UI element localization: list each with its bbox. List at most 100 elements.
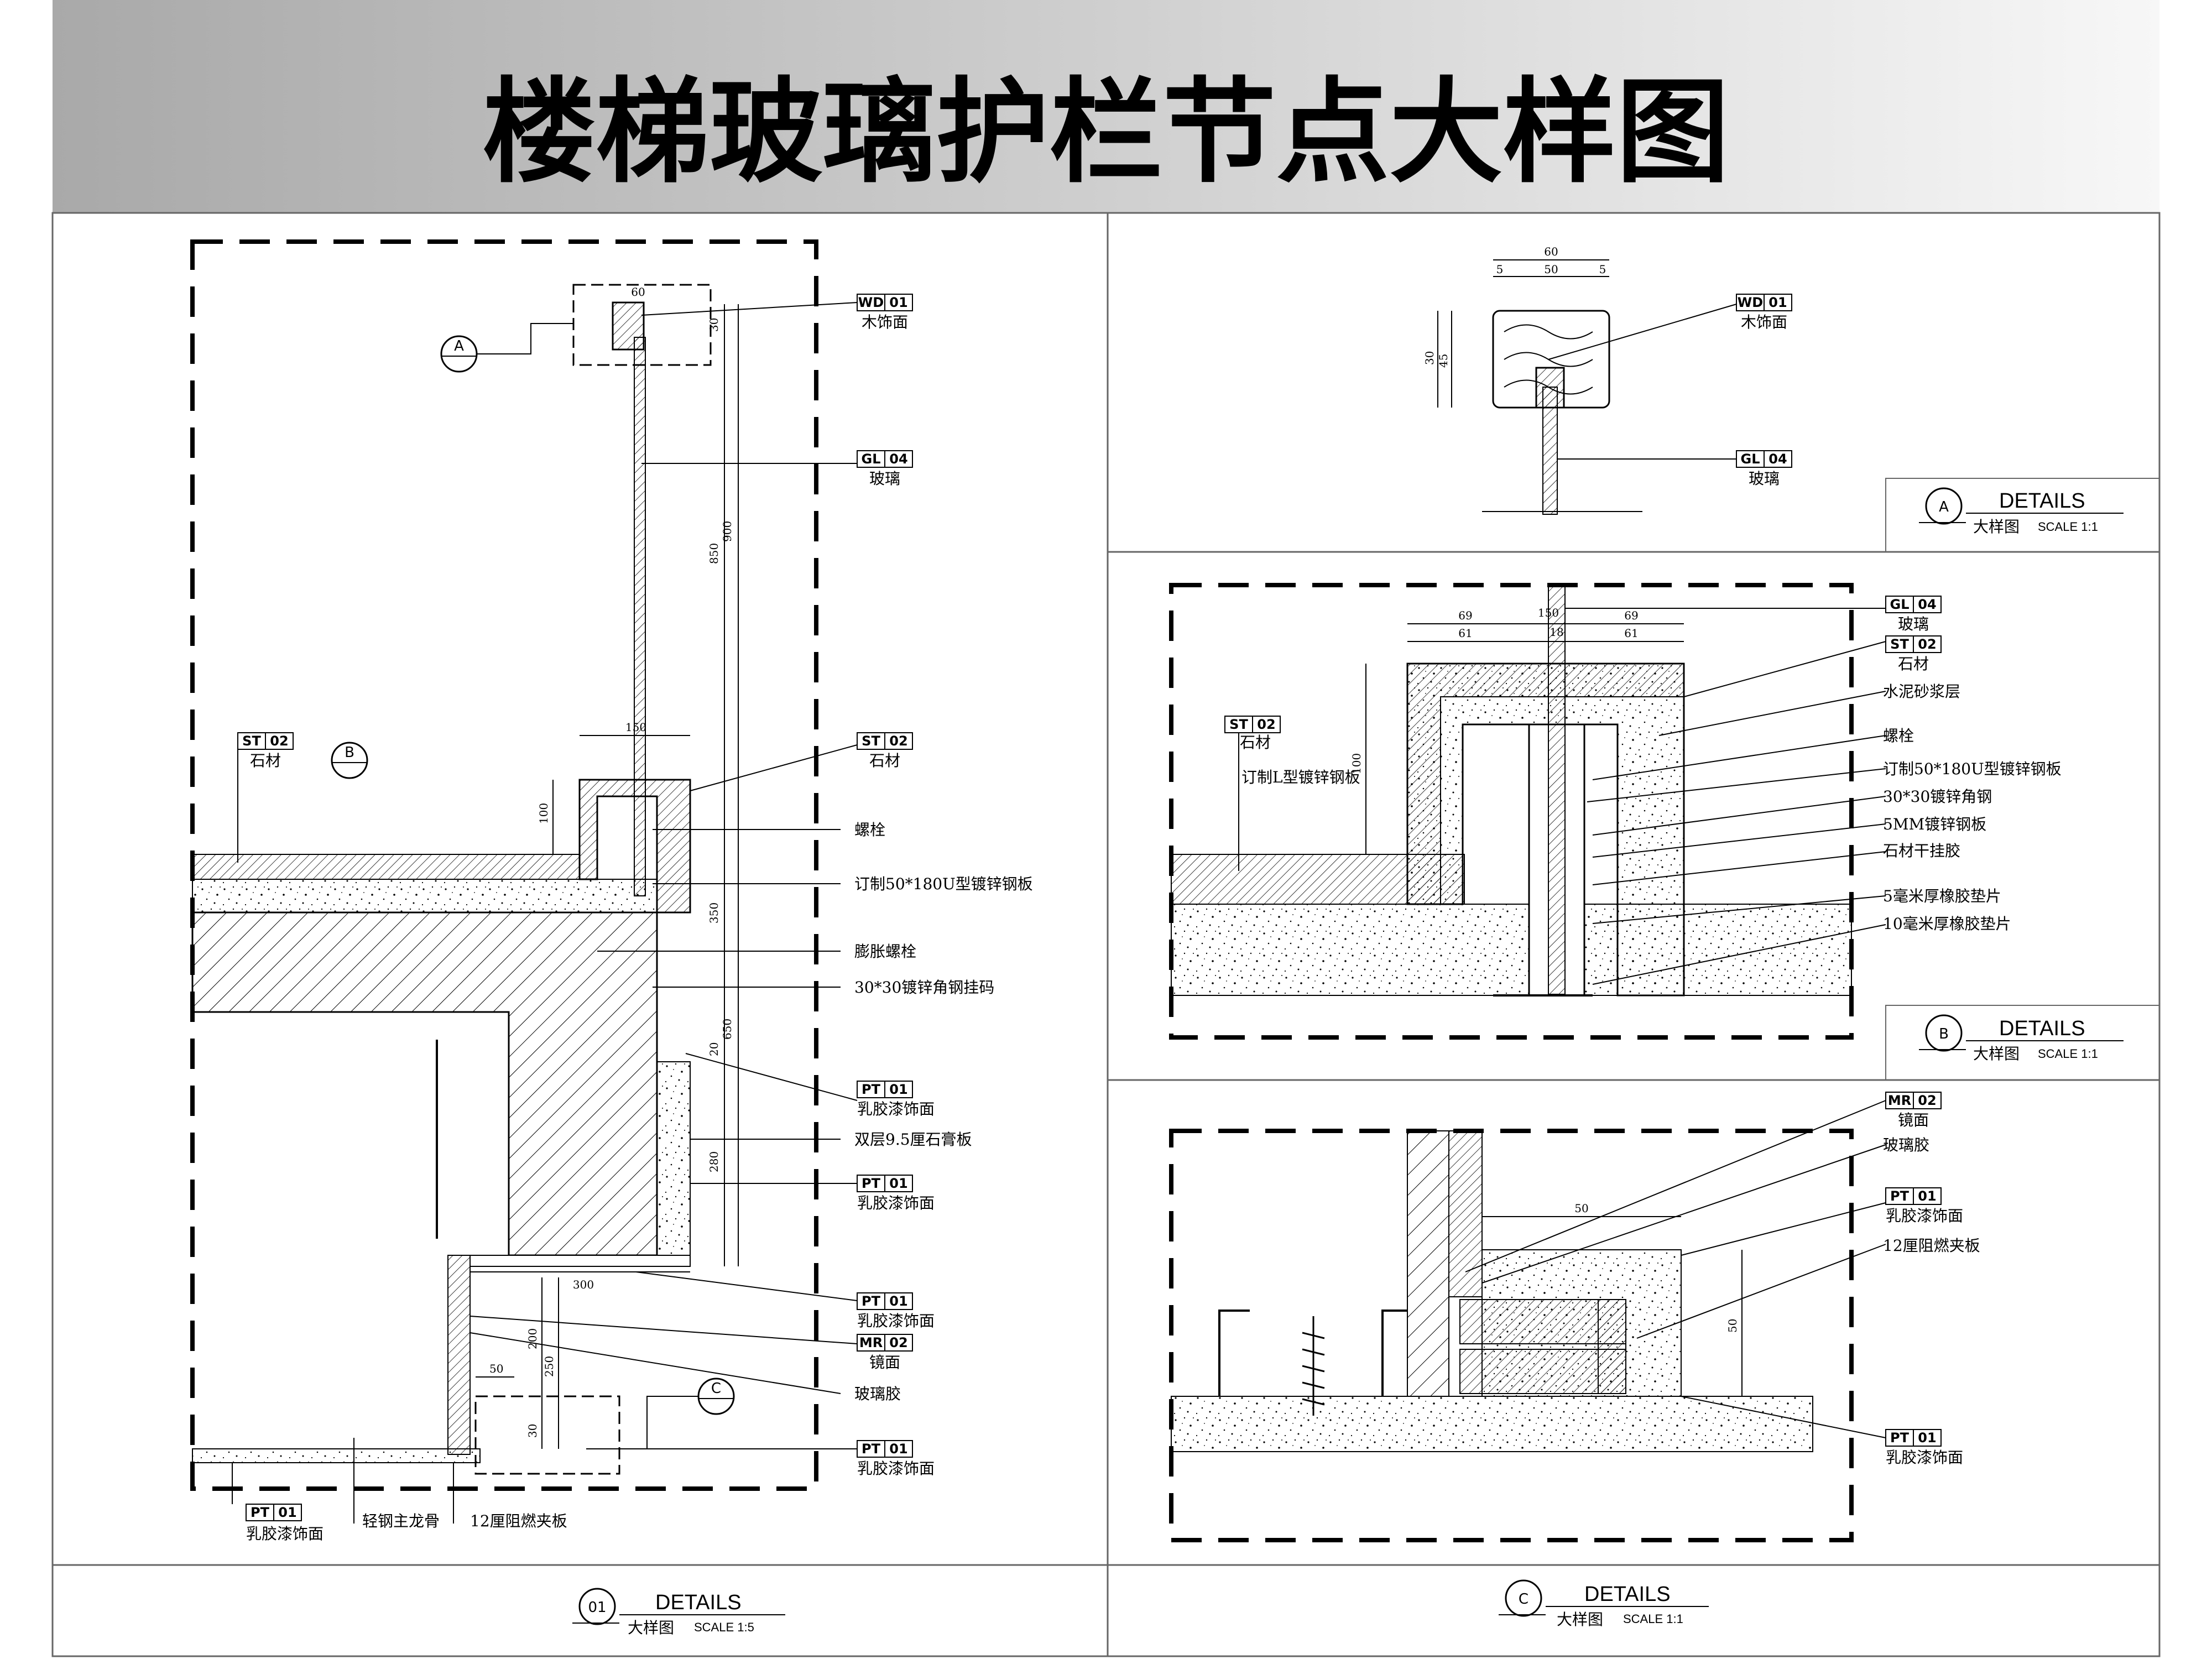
svg-text:900: 900 (721, 521, 734, 542)
svg-text:50: 50 (1726, 1319, 1739, 1333)
svg-text:100: 100 (537, 803, 550, 824)
svg-text:350: 350 (707, 902, 721, 924)
svg-text:木饰面: 木饰面 (1741, 313, 1787, 331)
gypsum-board (656, 1061, 691, 1267)
svg-text:69: 69 (1458, 609, 1472, 622)
svg-text:SCALE 1:5: SCALE 1:5 (694, 1620, 754, 1634)
svg-text:100: 100 (1350, 753, 1363, 774)
svg-text:02: 02 (889, 733, 907, 749)
note-angle-steel: 30*30镀锌角钢 (1883, 787, 1992, 806)
svg-text:20: 20 (707, 1042, 721, 1056)
svg-text:石材: 石材 (1898, 655, 1929, 673)
svg-text:玻璃: 玻璃 (1749, 469, 1780, 488)
note-fire-board-c: 12厘阻燃夹板 (1883, 1237, 1980, 1255)
svg-text:乳胶漆饰面: 乳胶漆饰面 (857, 1312, 935, 1330)
detail-c-boundary (1169, 1129, 1854, 1542)
sheet-frame (51, 212, 2161, 1657)
svg-text:PT: PT (862, 1176, 881, 1191)
svg-text:50: 50 (1574, 1202, 1588, 1215)
svg-text:SCALE 1:1: SCALE 1:1 (2038, 1047, 2098, 1061)
callout-b (331, 742, 368, 779)
svg-text:30: 30 (1423, 351, 1436, 365)
svg-text:01: 01 (1768, 295, 1787, 310)
note-bolt-b: 螺栓 (1883, 727, 1914, 745)
svg-text:大样图: 大样图 (1557, 1610, 1603, 1629)
svg-text:镜面: 镜面 (1898, 1111, 1929, 1129)
mortar-b (1171, 904, 1852, 996)
dimension-lines (470, 304, 739, 1449)
svg-text:250: 250 (542, 1356, 556, 1377)
svg-text:50: 50 (1544, 263, 1558, 276)
svg-text:WD: WD (858, 295, 884, 310)
svg-text:ST: ST (862, 733, 880, 749)
svg-text:PT: PT (251, 1505, 270, 1520)
svg-text:ST: ST (1890, 637, 1909, 652)
svg-text:大样图: 大样图 (1973, 518, 2020, 536)
svg-text:PT: PT (862, 1441, 881, 1457)
glass-section (1542, 387, 1558, 515)
note-expansion-bolt: 膨胀螺栓 (854, 942, 916, 961)
svg-text:01: 01 (889, 1293, 907, 1309)
svg-text:乳胶漆饰面: 乳胶漆饰面 (1886, 1448, 1963, 1467)
svg-text:200: 200 (526, 1328, 539, 1349)
svg-text:01: 01 (889, 295, 907, 310)
mirror-wall (447, 1255, 471, 1455)
note-bolt: 螺栓 (854, 821, 885, 839)
svg-text:C: C (1519, 1591, 1528, 1608)
svg-text:60: 60 (1544, 245, 1558, 258)
svg-text:乳胶漆饰面: 乳胶漆饰面 (857, 1100, 935, 1118)
svg-text:大样图: 大样图 (628, 1619, 674, 1637)
note-fire-board: 12厘阻燃夹板 (470, 1512, 567, 1530)
svg-text:玻璃: 玻璃 (869, 469, 900, 488)
svg-text:乳胶漆饰面: 乳胶漆饰面 (1886, 1207, 1963, 1225)
svg-text:MR: MR (859, 1335, 883, 1350)
svg-text:01: 01 (278, 1505, 296, 1520)
svg-text:B: B (345, 744, 354, 761)
svg-text:WD: WD (1738, 295, 1763, 310)
svg-text:01: 01 (1918, 1188, 1936, 1204)
svg-text:30: 30 (526, 1424, 539, 1438)
svg-text:GL: GL (1890, 597, 1910, 612)
mortar-layer (192, 879, 658, 913)
callout-c-region (474, 1395, 620, 1475)
concrete-slab (191, 911, 658, 1256)
svg-text:ST: ST (242, 733, 261, 749)
mirror-c (1407, 1130, 1449, 1397)
svg-text:大样图: 大样图 (1973, 1045, 2020, 1063)
svg-text:GL: GL (1741, 451, 1760, 467)
svg-text:乳胶漆饰面: 乳胶漆饰面 (857, 1459, 935, 1478)
screw-icon (1302, 1316, 1325, 1416)
glass-b (1548, 585, 1566, 995)
tag-wd01-a: WD 01 木饰面 (1736, 294, 1792, 331)
svg-text:280: 280 (707, 1151, 721, 1172)
svg-text:01: 01 (889, 1176, 907, 1191)
floor-c (1171, 1396, 1813, 1452)
note-gypsum: 双层9.5厘石膏板 (854, 1130, 972, 1149)
details-label-01: DETAILS (655, 1591, 742, 1614)
title-block-01: 01 DETAILS 大样图 SCALE 1:5 (572, 1588, 785, 1637)
svg-text:02: 02 (1918, 637, 1936, 652)
svg-text:04: 04 (889, 451, 907, 467)
svg-text:ST: ST (1229, 717, 1248, 732)
tag-st02-b: ST 02 石材 (1885, 635, 1942, 673)
svg-text:18: 18 (1550, 625, 1563, 639)
svg-text:PT: PT (1890, 1430, 1910, 1446)
stone-cap (578, 779, 691, 914)
svg-text:GL: GL (862, 451, 881, 467)
svg-text:石材: 石材 (1240, 733, 1271, 752)
svg-text:45: 45 (1437, 354, 1450, 368)
svg-text:50: 50 (489, 1362, 503, 1375)
svg-text:5: 5 (1599, 263, 1606, 276)
detail-b-boundary (1169, 583, 1854, 1040)
